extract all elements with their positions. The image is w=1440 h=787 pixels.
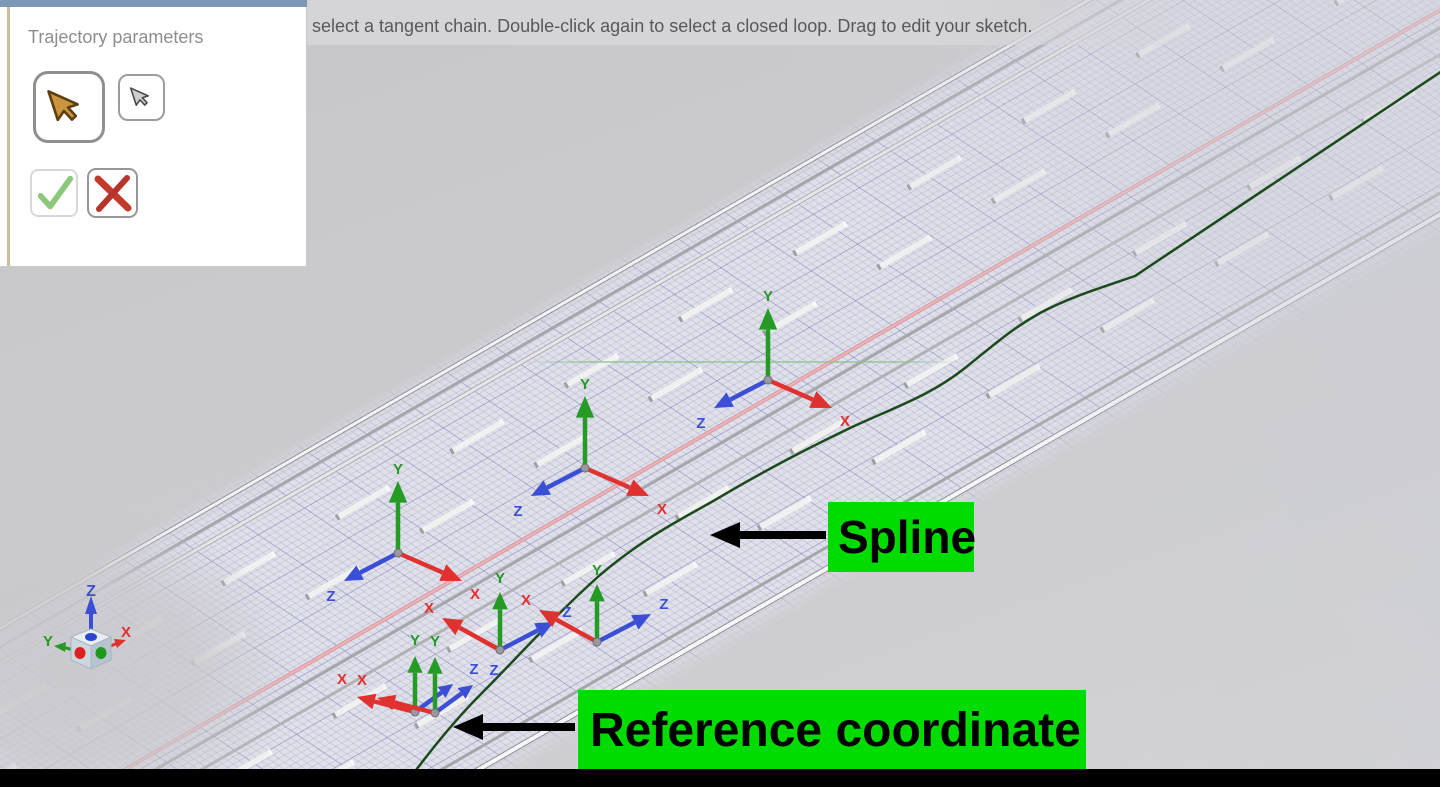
y-axis-label: Y	[495, 570, 505, 587]
x-axis-label: X	[357, 672, 367, 689]
triad-origin-point[interactable]	[430, 708, 440, 718]
y-axis-arrowhead	[388, 481, 408, 503]
z-axis-arrowhead	[437, 684, 453, 698]
view-cube-z-label: Z	[86, 583, 96, 600]
x-axis-arrowhead	[442, 618, 464, 636]
x-axis-arrowhead	[439, 564, 462, 581]
y-axis-arrowhead	[427, 657, 443, 674]
panel-accent-border	[7, 7, 10, 266]
y-axis-label: Y	[430, 633, 440, 650]
sketch-axis-line	[520, 361, 960, 363]
y-axis-label: Y	[592, 562, 602, 579]
coordinate-triad[interactable]: Z X Y	[337, 632, 479, 717]
spline-callout-arrow	[738, 531, 826, 539]
triad-origin-point[interactable]	[495, 645, 505, 655]
z-axis-arrow	[359, 551, 400, 575]
x-axis-arrowhead	[626, 479, 649, 496]
cursor-arrow-small-icon	[129, 86, 149, 106]
y-axis-label: Y	[410, 632, 420, 649]
y-axis-arrowhead	[407, 656, 423, 673]
x-axis-label: X	[470, 586, 480, 603]
z-axis-arrowhead	[631, 614, 651, 630]
x-axis-arrow	[458, 625, 502, 652]
y-axis-arrowhead	[589, 584, 605, 602]
z-axis-label: Z	[513, 503, 522, 520]
y-axis-arrowhead	[492, 592, 508, 610]
z-axis-label: Z	[696, 415, 705, 432]
trajectory-parameters-panel: Trajectory parameters	[0, 7, 307, 267]
x-axis-arrowhead	[809, 391, 832, 408]
x-axis-label: X	[840, 413, 850, 430]
z-axis-arrow	[729, 378, 770, 402]
triad-origin-point[interactable]	[580, 463, 590, 473]
z-axis-arrow	[595, 620, 636, 644]
panel-title: Trajectory parameters	[28, 27, 204, 47]
y-axis-arrowhead	[758, 308, 778, 330]
select-tool-button-active[interactable]	[33, 71, 105, 143]
reference-callout-label: Reference coordinate	[578, 690, 1086, 770]
z-axis-arrow	[433, 691, 463, 715]
x-axis-arrow	[373, 699, 416, 715]
coordinate-triad[interactable]: Z X Y	[357, 633, 499, 718]
x-axis-arrowhead	[377, 694, 397, 711]
triad-origin-point[interactable]	[393, 548, 403, 558]
view-cube-x-label: X	[121, 624, 131, 641]
z-axis-arrowhead	[534, 622, 554, 638]
x-axis-label: X	[521, 592, 531, 609]
spline-callout-arrowhead	[710, 522, 740, 548]
x-axis-arrow	[397, 550, 444, 575]
z-axis-arrow	[546, 466, 587, 490]
coordinate-triad[interactable]: Z X Y	[696, 288, 850, 432]
y-axis-label: Y	[393, 461, 403, 478]
checkmark-icon	[37, 175, 74, 210]
reference-callout-arrowhead	[453, 714, 483, 740]
z-axis-label: Z	[489, 662, 498, 679]
view-cube-y-label: Y	[43, 633, 53, 650]
x-icon	[94, 175, 131, 212]
x-axis-arrow	[393, 700, 436, 716]
view-cube[interactable]: Z Y X	[43, 583, 131, 670]
accept-button[interactable]	[30, 169, 78, 217]
select-tool-button-alt[interactable]	[118, 74, 165, 121]
window-top-strip	[0, 0, 310, 7]
x-axis-label: X	[657, 501, 667, 518]
triad-origin-point[interactable]	[763, 375, 773, 385]
x-axis-arrow	[555, 617, 599, 644]
coordinate-triad[interactable]: ZXY	[424, 570, 572, 655]
reference-callout-arrow	[481, 723, 575, 731]
y-axis-label: Y	[580, 376, 590, 393]
z-axis-label: Z	[469, 661, 478, 678]
coordinate-triad[interactable]: Z X Y	[513, 376, 667, 520]
z-axis-arrow	[498, 628, 539, 652]
coordinate-triad[interactable]: Z X Y	[521, 562, 669, 647]
spline-callout-text: Spline	[838, 511, 977, 563]
hint-text: select a tangent chain. Double-click aga…	[312, 16, 1033, 36]
spline-path[interactable]	[393, 70, 1440, 787]
coordinate-triad[interactable]: Z X Y	[326, 461, 480, 605]
x-axis-label: X	[424, 600, 434, 617]
z-axis-arrowhead	[531, 480, 551, 496]
triad-origin-point[interactable]	[592, 637, 602, 647]
x-axis-arrow	[767, 377, 814, 402]
cursor-arrow-icon	[47, 90, 79, 122]
y-axis-label: Y	[763, 288, 773, 305]
z-axis-label: Z	[659, 596, 668, 613]
reference-callout-text: Reference coordinate	[590, 703, 1081, 757]
z-axis-arrowhead	[714, 392, 734, 408]
bottom-black-bar	[0, 769, 1440, 787]
x-axis-arrow	[584, 465, 631, 490]
x-axis-label: X	[337, 671, 347, 688]
z-axis-arrowhead	[457, 685, 473, 699]
z-axis-arrowhead	[344, 565, 364, 581]
spline-callout-label: Spline	[828, 502, 977, 572]
cancel-button[interactable]	[87, 168, 138, 218]
x-axis-arrowhead	[357, 693, 377, 710]
x-axis-arrowhead	[539, 610, 561, 628]
z-axis-label: Z	[326, 588, 335, 605]
z-axis-label: Z	[562, 604, 571, 621]
y-axis-arrowhead	[575, 396, 595, 418]
